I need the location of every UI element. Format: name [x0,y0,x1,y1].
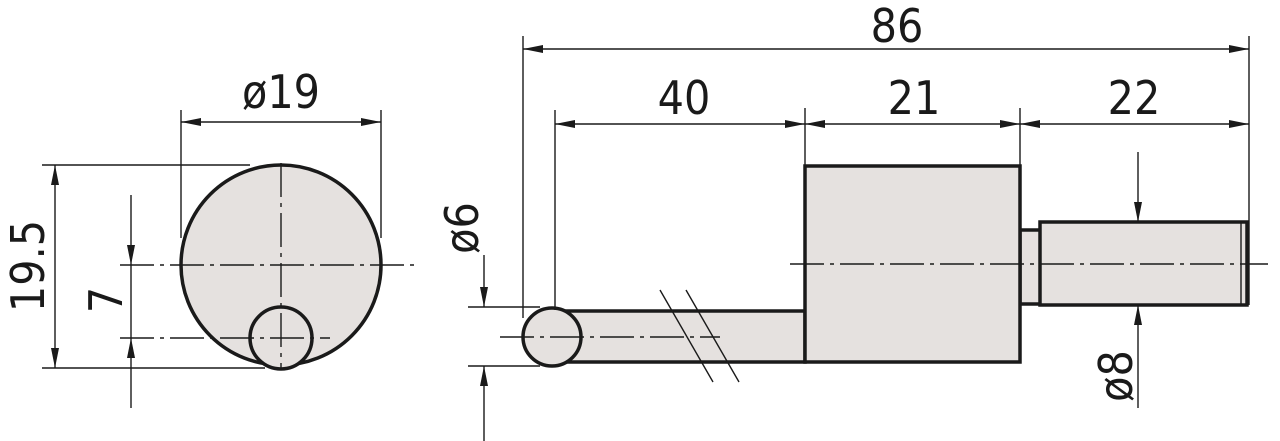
break-line-2 [685,289,740,383]
break-line-1 [659,289,714,383]
dim-label-d19: ø19 [242,65,320,119]
dim-label-offset7: 7 [79,287,133,313]
dim-label-h195: 19.5 [1,220,55,312]
end-view: ø19 19.5 7 [1,65,420,408]
dim-label-21: 21 [888,71,941,125]
side-view: 86 40 21 22 ø6 ø8 [435,0,1268,441]
dim-label-40: 40 [658,71,711,125]
dim-label-86: 86 [871,0,924,53]
dim-label-d8: ø8 [1089,350,1143,402]
dim-label-22: 22 [1108,71,1161,125]
dim-label-d6: ø6 [435,202,489,254]
